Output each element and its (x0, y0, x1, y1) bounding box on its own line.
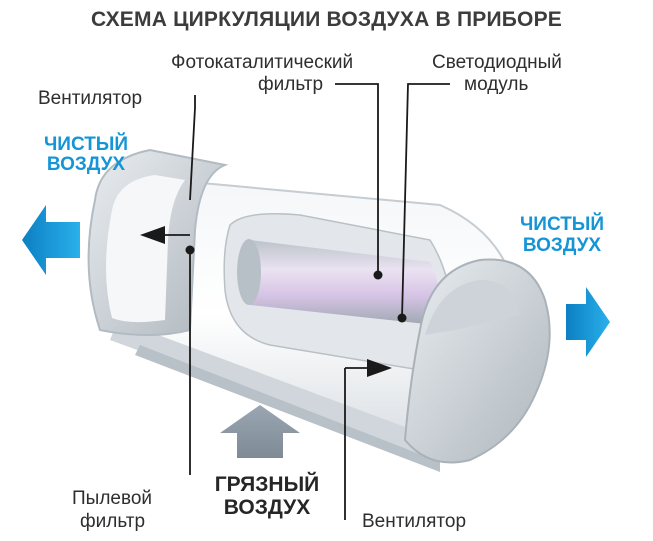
photocatalytic-filter-label-line2: фильтр (258, 74, 324, 95)
right-end-cap (403, 258, 551, 464)
photocatalytic-filter-label-line1: Фотокаталитический (171, 52, 354, 73)
internal-flow-arrow-left (140, 226, 190, 244)
dust-filter-label-line1: Пылевой (72, 488, 153, 509)
clean-air-left-label-line2: ВОЗДУХ (46, 154, 126, 175)
dirty-air-label-line1: ГРЯЗНЫЙ (214, 473, 320, 496)
dirty-air-arrow-up (220, 405, 300, 458)
pointer-dots (185, 245, 407, 323)
clean-air-left-label-line1: ЧИСТЫЙ (43, 134, 129, 155)
led-module-label-line1: Светодиодный (432, 52, 562, 73)
clean-air-right-label-line2: ВОЗДУХ (522, 235, 602, 256)
dust-filter-label-line2: фильтр (80, 511, 146, 532)
clean-air-right-label-line1: ЧИСТЫЙ (519, 214, 605, 235)
pointer-lines (189, 83, 450, 520)
fan-top-label: Вентилятор (38, 88, 143, 109)
led-module-label-line2: модуль (464, 74, 529, 95)
dirty-air-label-line2: ВОЗДУХ (223, 496, 311, 519)
internal-flow-arrow-right (345, 359, 392, 377)
clean-air-arrow-right (566, 287, 610, 357)
clean-air-arrow-left (22, 205, 80, 275)
fan-bottom-label: Вентилятор (362, 511, 467, 532)
page-title: СХЕМА ЦИРКУЛЯЦИИ ВОЗДУХА В ПРИБОРЕ (91, 8, 562, 31)
photocatalytic-filter-tube (237, 239, 439, 325)
